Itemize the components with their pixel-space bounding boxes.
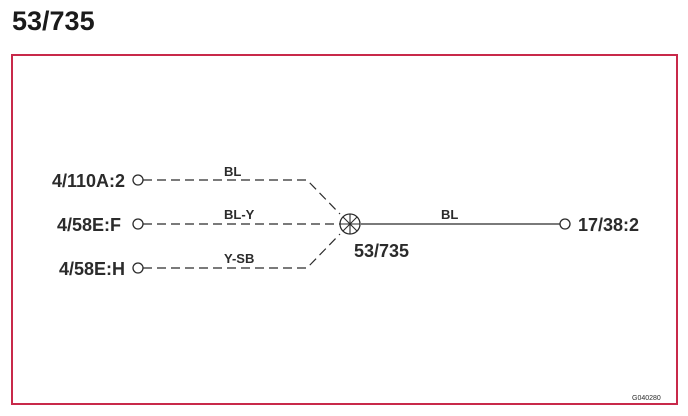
page-title: 53/735: [12, 6, 95, 36]
reference-code: G040280: [632, 395, 661, 402]
connector-label-left-middle: 4/58E:F: [57, 215, 121, 235]
wire-label-left-middle: BL-Y: [224, 207, 255, 222]
splice-label: 53/735: [354, 241, 409, 261]
connector-label-right: 17/38:2: [578, 215, 639, 235]
splice-point-icon: [339, 213, 361, 235]
connector-pin-left-middle-icon: [132, 218, 144, 230]
connector-label-left-bottom: 4/58E:H: [59, 259, 125, 279]
wire-label-left-top: BL: [224, 164, 241, 179]
wire-label-right: BL: [441, 207, 458, 222]
connector-pin-right-icon: [559, 218, 571, 230]
wire-label-left-bottom: Y-SB: [224, 251, 254, 266]
connector-pin-left-bottom-icon: [132, 262, 144, 274]
connector-pin-left-top-icon: [132, 174, 144, 186]
diagram-frame: [11, 54, 678, 405]
connector-label-left-top: 4/110A:2: [52, 171, 125, 191]
